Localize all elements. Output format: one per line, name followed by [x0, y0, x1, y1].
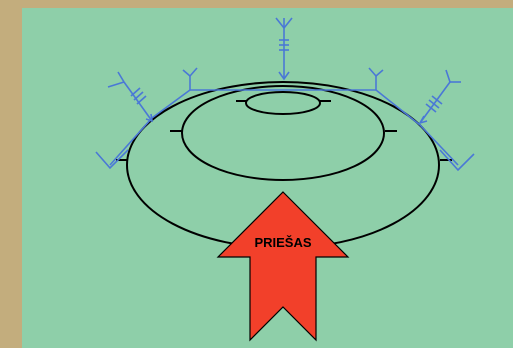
connector-left [109, 89, 191, 166]
inner-ring [245, 91, 321, 115]
middle-ring [181, 85, 385, 181]
arrow-up-icon [216, 191, 350, 342]
enemy-label: PRIEŠAS [254, 235, 311, 250]
y-fork-symbol-icon [439, 149, 475, 172]
y-fork-symbol-icon [418, 69, 461, 125]
y-fork-symbol-icon [182, 67, 198, 90]
connector-right [375, 89, 459, 166]
y-fork-symbol-icon [107, 71, 153, 123]
y-fork-symbol-icon [275, 17, 293, 81]
enemy-arrow: PRIEŠAS [216, 191, 350, 342]
blue-symbols [95, 17, 475, 172]
y-fork-symbol-icon [95, 149, 129, 170]
y-fork-symbol-icon [368, 67, 384, 90]
